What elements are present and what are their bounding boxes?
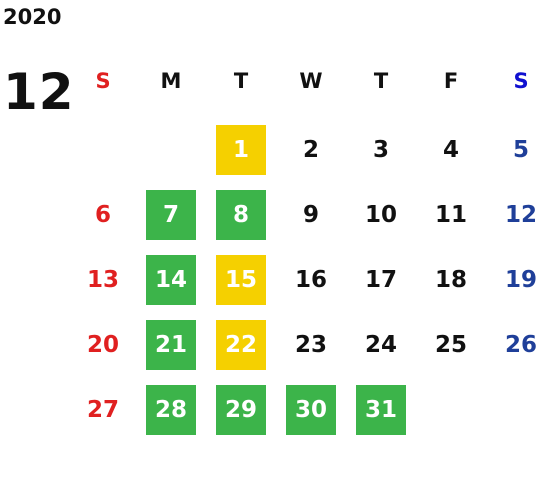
day-cell-16[interactable]: 16 xyxy=(294,267,327,293)
day-cell-9[interactable]: 9 xyxy=(302,202,319,228)
day-cell-28[interactable]: 28 xyxy=(146,385,196,435)
day-cell-20[interactable]: 20 xyxy=(86,332,119,358)
day-cell-27[interactable]: 27 xyxy=(86,397,119,423)
day-cell-13[interactable]: 13 xyxy=(86,267,119,293)
day-cell-2[interactable]: 2 xyxy=(302,137,319,163)
day-cell-26[interactable]: 26 xyxy=(504,332,537,358)
month-label: 12 xyxy=(3,63,75,121)
day-cell-29[interactable]: 29 xyxy=(216,385,266,435)
day-cell-17[interactable]: 17 xyxy=(364,267,397,293)
day-cell-6[interactable]: 6 xyxy=(94,202,111,228)
day-cell-24[interactable]: 24 xyxy=(364,332,397,358)
day-cell-19[interactable]: 19 xyxy=(504,267,537,293)
day-cell-3[interactable]: 3 xyxy=(372,137,389,163)
day-cell-10[interactable]: 10 xyxy=(364,202,397,228)
day-cell-7[interactable]: 7 xyxy=(146,190,196,240)
day-cell-8[interactable]: 8 xyxy=(216,190,266,240)
day-cell-30[interactable]: 30 xyxy=(286,385,336,435)
day-cell-4[interactable]: 4 xyxy=(442,137,459,163)
weekday-header-5: F xyxy=(443,69,459,93)
year-label: 2020 xyxy=(3,5,62,29)
weekday-header-4: T xyxy=(373,69,389,93)
day-cell-1[interactable]: 1 xyxy=(216,125,266,175)
day-cell-12[interactable]: 12 xyxy=(504,202,537,228)
day-cell-22[interactable]: 22 xyxy=(216,320,266,370)
weekday-header-6: S xyxy=(513,69,529,93)
weekday-header-3: W xyxy=(299,69,323,93)
day-cell-31[interactable]: 31 xyxy=(356,385,406,435)
weekday-header-1: M xyxy=(160,69,182,93)
day-cell-5[interactable]: 5 xyxy=(512,137,529,163)
day-cell-21[interactable]: 21 xyxy=(146,320,196,370)
day-cell-25[interactable]: 25 xyxy=(434,332,467,358)
weekday-header-2: T xyxy=(233,69,249,93)
day-cell-18[interactable]: 18 xyxy=(434,267,467,293)
weekday-header-0: S xyxy=(95,69,111,93)
day-cell-23[interactable]: 23 xyxy=(294,332,327,358)
day-cell-14[interactable]: 14 xyxy=(146,255,196,305)
day-cell-11[interactable]: 11 xyxy=(434,202,467,228)
day-cell-15[interactable]: 15 xyxy=(216,255,266,305)
